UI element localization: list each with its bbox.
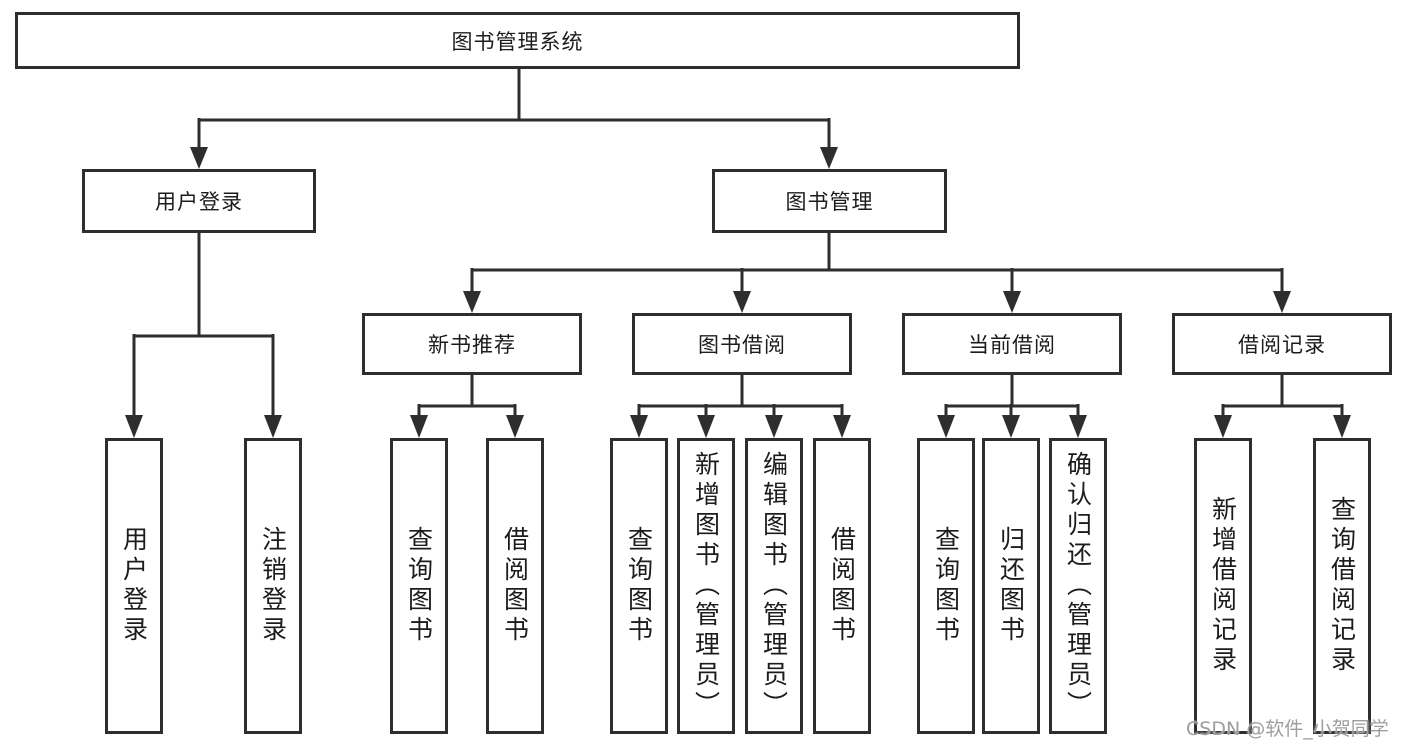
leaf-query-books-recommend: 查询图书 [390,438,448,734]
node-book-management: 图书管理 [712,169,947,233]
node-current-borrow: 当前借阅 [902,313,1122,375]
leaf-add-borrow-record: 新增借阅记录 [1194,438,1252,734]
leaf-user-login: 用户登录 [105,438,163,734]
node-user-login: 用户登录 [82,169,316,233]
leaf-add-books-admin: 新增图书（管理员） [677,438,735,734]
node-root-system: 图书管理系统 [15,12,1020,69]
node-new-book-recommend: 新书推荐 [362,313,582,375]
leaf-borrow-books: 借阅图书 [813,438,871,734]
node-borrow-records: 借阅记录 [1172,313,1392,375]
node-book-borrow: 图书借阅 [632,313,852,375]
leaf-borrow-books-recommend: 借阅图书 [486,438,544,734]
leaf-query-books-current: 查询图书 [917,438,975,734]
leaf-query-books-borrow: 查询图书 [610,438,668,734]
leaf-edit-books-admin: 编辑图书（管理员） [745,438,803,734]
leaf-query-borrow-record: 查询借阅记录 [1313,438,1371,734]
leaf-return-books: 归还图书 [982,438,1040,734]
leaf-confirm-return-admin: 确认归还（管理员） [1049,438,1107,734]
leaf-logout-login: 注销登录 [244,438,302,734]
csdn-watermark: CSDN @软件_小贺同学 [1186,718,1389,740]
